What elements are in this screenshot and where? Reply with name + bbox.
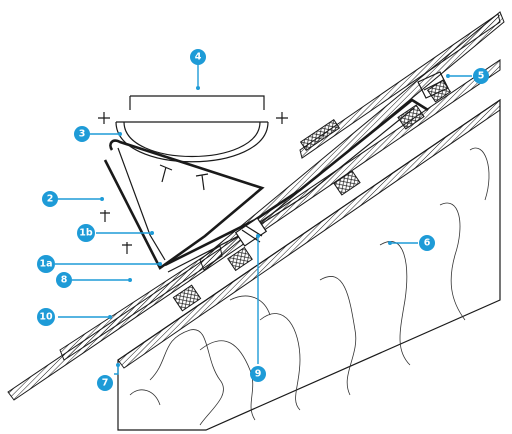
battens <box>172 79 452 312</box>
fasteners <box>100 164 209 254</box>
callout-9-label: 9 <box>255 369 262 380</box>
callout-3: 3 <box>74 126 90 142</box>
callout-1a: 1a <box>37 255 55 273</box>
callout-6-label: 6 <box>424 238 431 249</box>
ridge-bracket <box>417 71 449 99</box>
callout-3-label: 3 <box>79 129 86 140</box>
callout-8: 8 <box>56 272 72 288</box>
nail-icon <box>159 164 173 183</box>
callout-6: 6 <box>419 235 435 251</box>
nail-icon <box>122 242 132 254</box>
callout-4-label: 4 <box>195 52 202 63</box>
callout-8-label: 8 <box>61 275 68 286</box>
gutter <box>98 95 288 163</box>
callout-9: 9 <box>250 366 266 382</box>
bracket-clip <box>234 217 268 247</box>
callout-5: 5 <box>473 68 489 84</box>
callout-5-label: 5 <box>478 71 485 82</box>
callout-10-label: 10 <box>39 312 53 323</box>
callout-4: 4 <box>190 49 206 65</box>
leader-lines <box>55 64 472 375</box>
callout-1a-label: 1a <box>39 259 52 270</box>
gutter-flashing <box>103 98 429 273</box>
callout-2: 2 <box>42 191 58 207</box>
callout-1b-label: 1b <box>79 228 93 239</box>
nail-icon <box>100 210 110 222</box>
callout-7-label: 7 <box>102 378 109 389</box>
nail-icon <box>195 173 209 191</box>
callout-2-label: 2 <box>47 194 54 205</box>
callout-7: 7 <box>97 375 113 391</box>
callout-10: 10 <box>37 308 55 326</box>
sheathing-layer <box>117 99 501 369</box>
callout-1b: 1b <box>77 224 95 242</box>
